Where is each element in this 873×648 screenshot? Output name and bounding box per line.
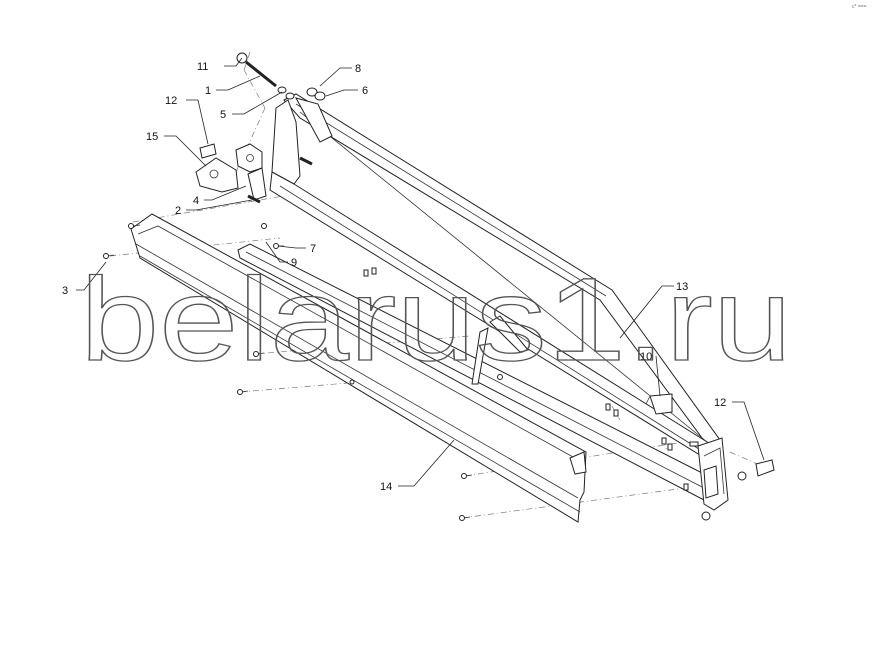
main-frame [269,93,747,511]
callout-3: 3 [62,285,68,297]
bolt [459,515,471,521]
callout-8: 8 [355,63,361,75]
corner-mark: c* === [852,4,867,10]
callout-7: 7 [310,243,316,255]
nut [605,403,619,417]
callout-6: 6 [362,85,368,97]
end-cap [755,459,775,477]
adjuster-screw [236,52,326,101]
callout-12-right: 12 [714,397,726,409]
callout-4: 4 [193,195,199,207]
bolt [261,223,267,229]
cover-panel [130,213,587,523]
diagonal-strut [471,315,529,385]
bolt [237,389,249,395]
rail-end-pin [701,511,711,521]
nut [363,267,377,277]
leader-lines [76,57,765,487]
watermark-text: belarus1.ru [80,254,792,386]
callout-15: 15 [146,131,158,143]
rubber-pad [199,143,217,159]
frame-end-pin [737,471,747,481]
guide-block [645,393,673,415]
callout-1: 1 [205,85,211,97]
bolt [103,253,115,259]
bolt [253,351,265,357]
callout-11: 11 [197,61,208,73]
callout-labels: 11 1 5 8 6 12 15 4 2 7 9 3 13 10 12 14 [62,61,726,493]
callout-10: 10 [640,351,652,363]
bolt [461,473,473,479]
bolt [299,156,313,166]
bolt [497,374,503,380]
bracket-plates [195,143,267,201]
callout-9: 9 [291,257,297,269]
callout-2: 2 [175,205,181,217]
nut [661,437,673,451]
bolt [247,194,261,204]
callout-5: 5 [220,109,226,121]
nut [683,441,699,491]
bolt [349,379,355,385]
callout-12-left: 12 [165,95,177,107]
callout-14: 14 [380,481,392,493]
bolt [128,223,141,229]
callout-13: 13 [676,281,688,293]
